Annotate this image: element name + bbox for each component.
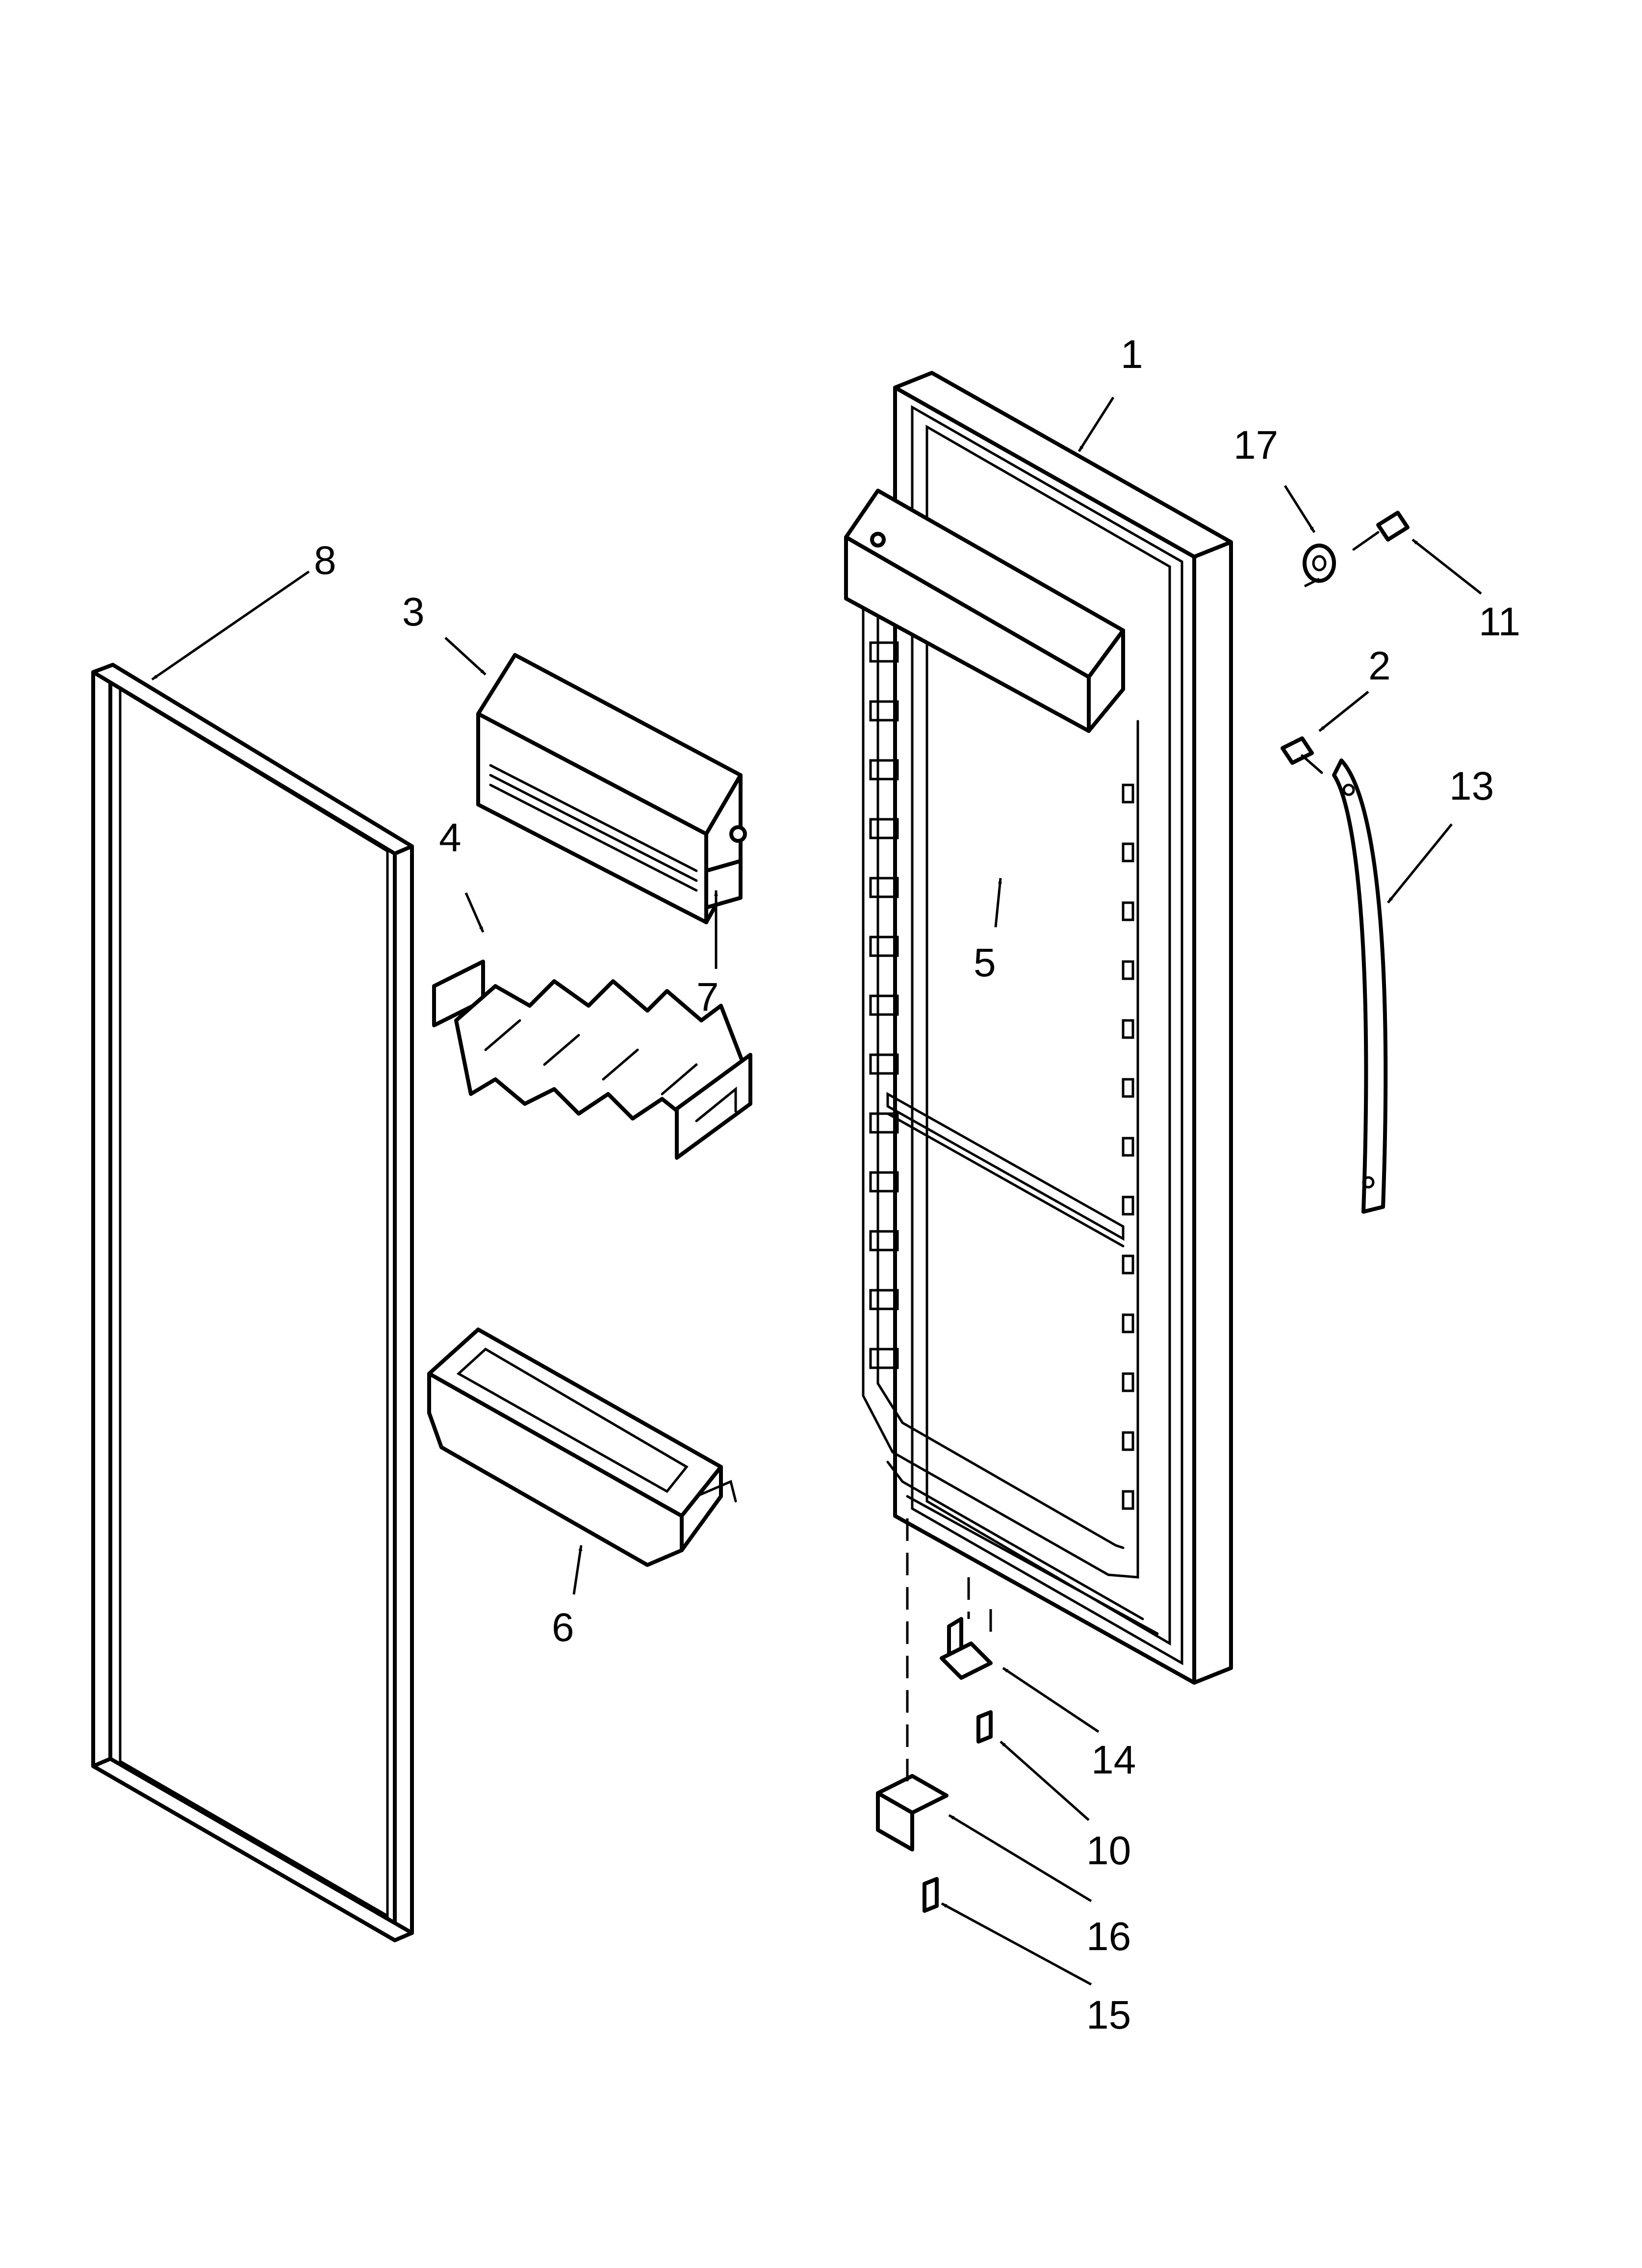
leader-line-8 (151, 570, 310, 681)
leader-line-2 (1318, 691, 1369, 732)
callout-17: 17 (1233, 423, 1278, 468)
leader-line-10 (1000, 1741, 1090, 1821)
leader-line-16 (948, 1814, 1092, 1903)
right-shelf-retainers (1122, 783, 1134, 1510)
callout-11: 11 (1479, 600, 1520, 644)
leader-line-3 (444, 637, 487, 676)
hinge-bracket-part (876, 1774, 949, 1851)
dairy-hinge-pin-part (704, 859, 743, 910)
left-shelf-retainers (869, 641, 899, 1369)
handle-screw-part (1352, 511, 1410, 551)
door-bin-part (427, 1328, 737, 1567)
leader-line-4 (464, 892, 485, 933)
callout-6: 6 (552, 1605, 574, 1650)
callout-3: 3 (402, 590, 425, 634)
handle-mount-screw-part (1281, 736, 1323, 774)
dairy-door-part (476, 653, 747, 924)
callout-1: 1 (1121, 332, 1143, 377)
egg-bin-part (432, 960, 752, 1160)
leader-line-14 (1002, 1667, 1100, 1733)
callout-5: 5 (974, 940, 996, 985)
callout-7: 7 (696, 975, 719, 1019)
hinge-screw-part (976, 1710, 993, 1744)
callout-4: 4 (439, 815, 462, 860)
callout-2: 2 (1368, 644, 1391, 688)
lower-hinge-part (940, 1617, 993, 1680)
bracket-screw-part (923, 1877, 939, 1913)
callout-labels: 1 17 11 8 3 2 13 4 5 7 6 14 10 16 15 (314, 332, 1520, 2037)
callout-15: 15 (1086, 1993, 1131, 2037)
door-gasket-part (91, 663, 414, 1942)
leader-line-6 (572, 1545, 583, 1595)
callout-8: 8 (314, 538, 336, 583)
leader-line-1 (1078, 396, 1115, 452)
leader-line-15 (941, 1902, 1092, 1986)
leader-line-17 (1283, 485, 1316, 533)
handle-washer-part (1303, 544, 1336, 583)
leader-line-13 (1387, 823, 1453, 904)
callout-16: 16 (1086, 1914, 1131, 1959)
leader-line-5 (994, 878, 1002, 928)
door-handle-part (1332, 758, 1388, 1214)
refrigerator-door-part (844, 371, 1233, 1685)
leader-lines (151, 396, 1482, 1986)
callout-10: 10 (1086, 1828, 1131, 1873)
callout-14: 14 (1091, 1738, 1136, 1782)
callout-13: 13 (1449, 764, 1494, 808)
leader-line-11 (1411, 539, 1482, 595)
alignment-lines (906, 577, 1320, 1786)
